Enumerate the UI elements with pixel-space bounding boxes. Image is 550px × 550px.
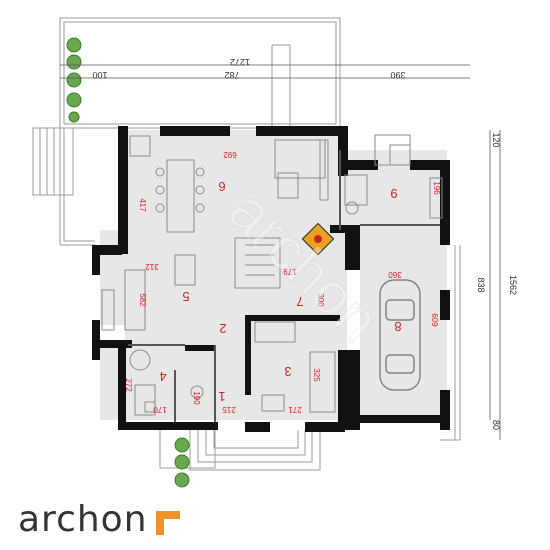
- room-dim-692: 692: [223, 150, 237, 159]
- room-3-label: 3: [284, 364, 291, 379]
- plants-top: [66, 37, 82, 123]
- room-dim-609: 609: [430, 313, 439, 327]
- car-icon: [379, 279, 421, 391]
- archon-logo: archon: [18, 500, 180, 540]
- garage-approach: [440, 245, 461, 441]
- dim-seg-mid: 782: [224, 70, 239, 80]
- room-dim-325: 325: [312, 368, 321, 382]
- room-7-label: 7: [296, 294, 303, 309]
- room-dim-196: 196: [432, 181, 441, 195]
- plants-bottom: [174, 437, 190, 488]
- left-steps: [32, 127, 74, 196]
- dim-right-bottom: 80: [491, 420, 501, 430]
- room-dim-582: 582: [138, 293, 147, 307]
- boiler-icon: [301, 222, 335, 256]
- logo-text: archon: [18, 499, 148, 540]
- furniture: [101, 134, 443, 416]
- room-dim-272: 272: [124, 378, 133, 392]
- dim-right-mid: 838: [476, 277, 486, 292]
- room-dim-190: 190: [192, 391, 201, 405]
- room-4-label: 4: [159, 369, 166, 384]
- room-dim-417: 417: [138, 198, 147, 212]
- room-8-label: 8: [394, 319, 401, 334]
- room-6-label: 6: [218, 179, 225, 194]
- room-dim-215: 215: [222, 405, 236, 414]
- dim-seg-left: 100: [92, 70, 107, 80]
- walls: [92, 126, 450, 432]
- room-9-label: 9: [390, 186, 397, 201]
- room-5-label: 5: [182, 289, 189, 304]
- room-1-label: 1: [218, 389, 225, 404]
- room-dim-312: 312: [145, 262, 159, 271]
- dim-right-top: 120: [491, 132, 501, 147]
- room-2-label: 2: [219, 321, 226, 336]
- dim-seg-right: 390: [390, 70, 405, 80]
- dim-total-width: 1272: [230, 57, 250, 67]
- room-dim-271: 271: [288, 405, 302, 414]
- logo-mark-icon: [155, 511, 180, 535]
- dimension-lines: [60, 64, 501, 440]
- dim-right-total: 1562: [508, 275, 518, 295]
- room-dim-179: 179: [283, 267, 297, 276]
- partitions: [128, 150, 440, 422]
- room-dim-300: 300: [316, 293, 325, 307]
- room-dim-360: 360: [388, 270, 402, 279]
- room-dim-170: 170: [153, 405, 167, 414]
